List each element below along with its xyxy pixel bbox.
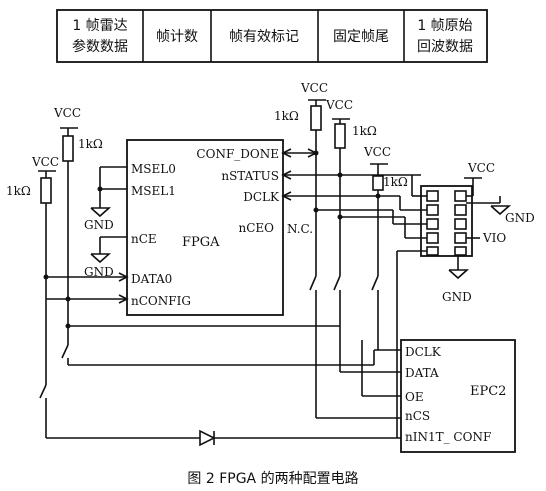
gnd-label-header-bottom: GND [442, 290, 472, 304]
switch-dclk [371, 275, 379, 291]
nc-label: N.C. [287, 222, 313, 236]
table-cell-3: 帧有效标记 [229, 29, 299, 45]
resistor-r1 [40, 177, 52, 204]
epc2-chip: EPC2 DCLK DATA OE nCS nIN1T_ CONF [400, 339, 516, 453]
gnd-symbol-nce [90, 253, 112, 264]
table-cell-2: 帧计数 [156, 29, 198, 45]
switch-nstatus [333, 275, 341, 291]
resistor-r2-label: 1kΩ [78, 137, 103, 151]
pin-msel1: MSEL1 [131, 184, 176, 198]
pin-conf-done: CONF_DONE [196, 147, 279, 161]
gnd-label-msel: GND [84, 218, 114, 232]
gnd-symbol-msel [90, 207, 112, 218]
table-cell-5-line1: 1 帧原始 [417, 18, 472, 34]
diode [199, 429, 216, 447]
switch-left-lower [39, 384, 47, 399]
fpga-chip: FPGA MSEL0 MSEL1 nCE DATA0 nCONFIG CONF_… [126, 139, 284, 316]
resistor-r1-label: 1kΩ [6, 184, 31, 198]
epc2-pin-oe: OE [405, 390, 424, 404]
pin-dclk: DCLK [243, 190, 280, 204]
pin-nceo: nCEO [238, 221, 274, 235]
table-cell-1-line2: 参数数据 [72, 38, 128, 55]
pin-msel0: MSEL0 [131, 162, 176, 176]
vcc-label-header: VCC [467, 161, 495, 175]
resistor-r5 [372, 175, 384, 191]
jtag-connector [420, 185, 473, 257]
resistor-r5-label: 1kΩ [383, 175, 408, 189]
gnd-label-header-right: GND [505, 211, 535, 225]
table-cell-1-line1: 1 帧雷达 [72, 18, 127, 34]
gnd-label-nce: GND [84, 265, 114, 279]
fpga-label: FPGA [182, 235, 220, 250]
pin-data0: DATA0 [131, 272, 172, 286]
resistor-r3 [310, 105, 322, 131]
epc2-pin-ninit-conf: nIN1T_ CONF [405, 430, 491, 444]
frame-format-table: 1 帧雷达 参数数据 帧计数 帧有效标记 固定帧尾 1 帧原始 回波数据 [56, 9, 488, 63]
epc2-pin-ncs: nCS [405, 409, 430, 423]
epc2-pin-data: DATA [405, 366, 439, 380]
gnd-symbol-header-bottom [448, 269, 470, 280]
pin-nconfig: nCONFIG [131, 294, 191, 308]
table-cell-5-line2: 回波数据 [417, 39, 473, 55]
vcc-label-r4: VCC [325, 98, 353, 112]
figure-caption: 图 2 FPGA 的两种配置电路 [187, 471, 358, 487]
vcc-label-r3: VCC [300, 81, 328, 95]
gnd-symbol-header-right [490, 205, 512, 216]
pin-nce: nCE [131, 232, 157, 246]
pin-nstatus: nSTATUS [221, 169, 279, 183]
switch-conf-done [309, 275, 317, 291]
resistor-r4 [334, 123, 346, 149]
switch-left-upper [61, 344, 69, 359]
resistor-r4-label: 1kΩ [352, 124, 377, 138]
vcc-label-r1: VCC [31, 155, 59, 169]
epc2-pin-dclk: DCLK [405, 345, 442, 359]
resistor-r2 [62, 135, 74, 162]
epc2-label: EPC2 [470, 384, 506, 399]
resistor-r3-label: 1kΩ [274, 109, 299, 123]
vio-label: VIO [482, 231, 506, 245]
vcc-label-r2: VCC [53, 106, 81, 120]
vcc-label-r5: VCC [363, 145, 391, 159]
table-cell-4: 固定帧尾 [333, 29, 389, 45]
